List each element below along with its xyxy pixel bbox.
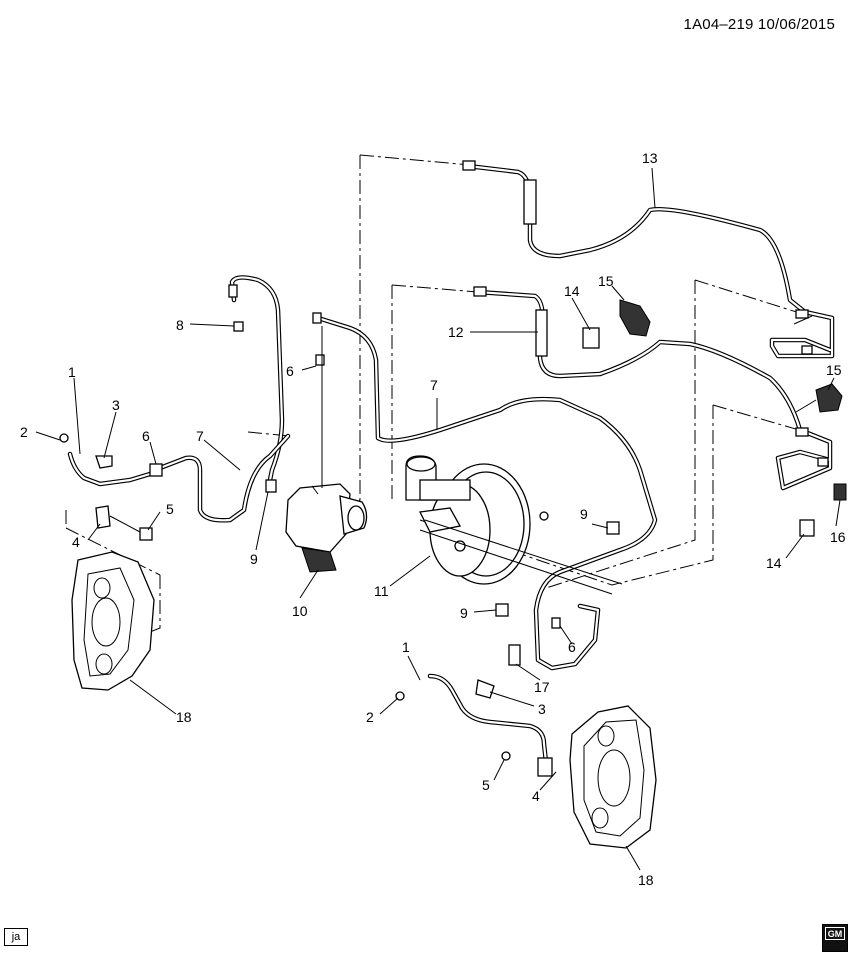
callout-6-left: 6 [142,428,150,444]
callout-10: 10 [292,603,308,619]
callout-1-left: 1 [68,364,76,380]
leader-lines [35,167,841,871]
callout-9-mid: 9 [580,506,588,522]
callout-7-mid: 7 [430,377,438,393]
callout-14-right: 14 [766,555,782,571]
callout-14-top: 14 [564,283,580,299]
callout-7-left: 7 [196,428,204,444]
callout-13: 13 [642,150,658,166]
callout-12: 12 [448,324,464,340]
callout-18-left: 18 [176,709,192,725]
tag-box: ja [4,928,28,946]
callout-9-left: 9 [250,551,258,567]
abs-module [285,326,368,573]
callout-6-right: 6 [568,639,576,655]
callout-18-right: 18 [638,872,654,888]
caliper-right [569,705,657,849]
callout-1-right: 1 [402,639,410,655]
callout-5-right: 5 [482,777,490,793]
callout-17: 17 [534,679,550,695]
right-brake-hose [395,673,553,777]
callout-3-right: 3 [538,701,546,717]
document-id: 1A04–219 10/06/2015 [683,16,835,33]
callout-4-right: 4 [532,788,540,804]
callout-6-mid: 6 [286,363,294,379]
callout-4-left: 4 [72,534,80,550]
brake-pipe-13 [465,163,835,359]
brake-booster [405,455,623,595]
callout-3-left: 3 [112,397,120,413]
callout-16: 16 [830,529,846,545]
brake-pipe-7-upper [315,315,658,671]
callout-15-top: 15 [598,273,614,289]
left-brake-hose [59,433,163,541]
brake-pipe-7-left [157,275,291,523]
caliper-left [71,551,155,691]
reference-lines [65,154,807,637]
callouts: 1 2 3 6 7 8 6 5 4 9 10 11 7 12 13 14 15 … [20,150,846,888]
callout-9-low: 9 [460,605,468,621]
brake-pipe-12 [475,289,833,491]
callout-8: 8 [176,317,184,333]
callout-5-left: 5 [166,501,174,517]
callout-15-right: 15 [826,362,842,378]
gm-logo: GM [822,924,848,952]
callout-2-left: 2 [20,424,28,440]
pipe-fittings [228,160,847,666]
callout-11: 11 [374,583,389,599]
callout-2-right: 2 [366,709,374,725]
